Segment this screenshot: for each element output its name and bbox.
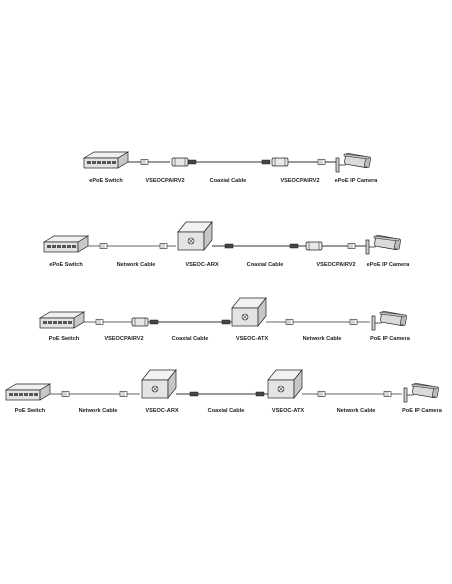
label-switch: PoE Switch	[49, 336, 80, 342]
label-coaxial-cable: Coaxial Cable	[208, 408, 245, 414]
label-converter: VSEOC-ARX	[145, 408, 179, 414]
rj45-plug-icon	[119, 391, 128, 397]
label-adapter: VSEOCPAIRV2	[145, 178, 184, 184]
label-camera: PoE IP Camera	[402, 408, 443, 414]
rj45-plug-icon	[95, 319, 104, 325]
coax-adapter-icon	[131, 317, 149, 327]
label-converter: VSEOC-ARX	[185, 262, 219, 268]
label-network-cable: Network Cable	[79, 408, 118, 414]
row-4: PoE Switch Network Cable VSEOC-ARX Coaxi…	[5, 369, 443, 414]
rj45-plug-icon	[317, 391, 326, 397]
bnc-connector-icon	[261, 159, 271, 165]
bnc-connector-icon	[255, 391, 265, 397]
label-network-cable: Network Cable	[337, 408, 376, 414]
camera-icon	[365, 234, 402, 255]
switch-icon	[39, 311, 85, 329]
camera-icon	[335, 152, 372, 173]
coax-adapter-icon	[171, 157, 189, 167]
bnc-connector-icon	[224, 243, 234, 249]
label-coaxial-cable: Coaxial Cable	[247, 262, 284, 268]
label-coaxial-cable: Coaxial Cable	[210, 178, 247, 184]
rj45-plug-icon	[285, 319, 294, 325]
converter-box-icon	[267, 369, 303, 399]
label-converter: VSEOC-ATX	[236, 336, 268, 342]
rj45-plug-icon	[140, 159, 149, 165]
camera-icon	[371, 310, 408, 331]
converter-box-icon	[231, 297, 267, 327]
label-switch: ePoE Switch	[49, 262, 83, 268]
rj45-plug-icon	[99, 243, 108, 249]
label-network-cable: Network Cable	[303, 336, 342, 342]
bnc-connector-icon	[189, 391, 199, 397]
rj45-plug-icon	[347, 243, 356, 249]
rj45-plug-icon	[159, 243, 168, 249]
coax-adapter-icon	[271, 157, 289, 167]
row-3: PoE Switch VSEOCPAIRV2 Coaxial Cable VSE…	[39, 297, 411, 342]
label-adapter: VSEOCPAIRV2	[316, 262, 355, 268]
bnc-connector-icon	[187, 159, 197, 165]
converter-box-icon	[177, 221, 213, 251]
camera-icon	[403, 382, 440, 403]
rj45-plug-icon	[383, 391, 392, 397]
label-camera: PoE IP Camera	[370, 336, 411, 342]
bnc-connector-icon	[221, 319, 231, 325]
switch-icon	[43, 235, 89, 253]
label-network-cable: Network Cable	[117, 262, 156, 268]
converter-box-icon	[141, 369, 177, 399]
bnc-connector-icon	[149, 319, 159, 325]
rj45-plug-icon	[349, 319, 358, 325]
label-camera: ePoE IP Camera	[367, 262, 411, 268]
switch-icon	[83, 151, 129, 169]
label-converter: VSEOC-ATX	[272, 408, 304, 414]
switch-icon	[5, 383, 51, 401]
bnc-connector-icon	[289, 243, 299, 249]
row-2: ePoE Switch Network Cable VSEOC-ARX Coax…	[43, 221, 411, 268]
label-camera: ePoE IP Camera	[335, 178, 379, 184]
row-1: ePoE Switch VSEOCPAIRV2 Coaxial Cable VS…	[83, 151, 379, 184]
rj45-plug-icon	[61, 391, 70, 397]
label-adapter: VSEOCPAIRV2	[280, 178, 319, 184]
coax-adapter-icon	[305, 241, 323, 251]
label-switch: PoE Switch	[15, 408, 46, 414]
label-switch: ePoE Switch	[89, 178, 123, 184]
label-coaxial-cable: Coaxial Cable	[172, 336, 209, 342]
label-adapter: VSEOCPAIRV2	[104, 336, 143, 342]
rj45-plug-icon	[317, 159, 326, 165]
